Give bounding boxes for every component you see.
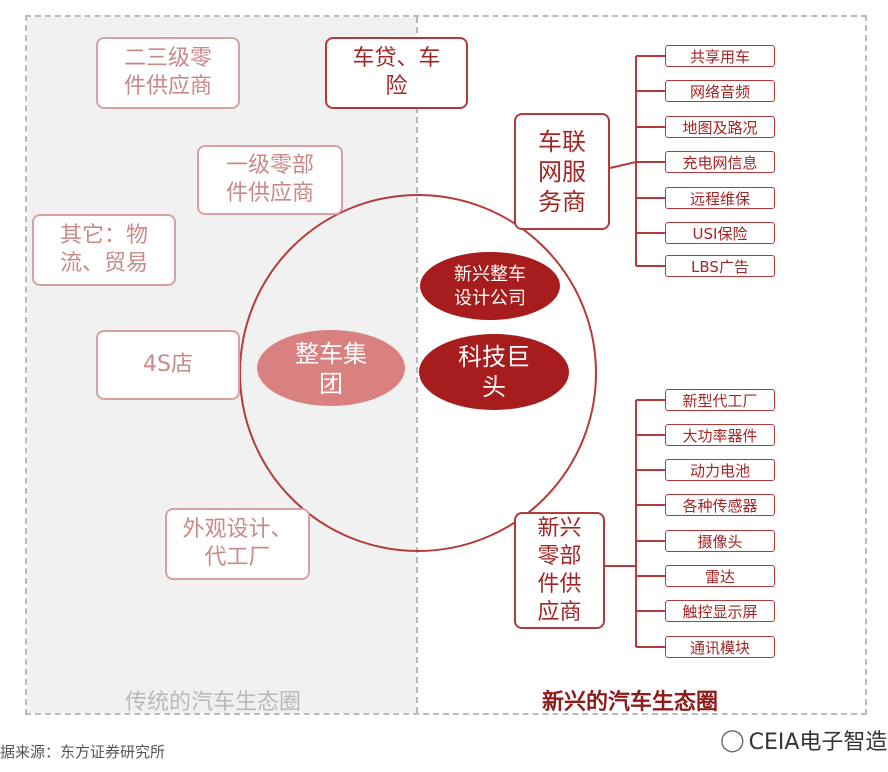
connected-bracket: [609, 55, 665, 267]
4s-store-box: 4S店: [96, 330, 240, 400]
parts-item-touch-display: 触控显示屏: [665, 600, 775, 622]
traditional-ecosystem-label: 传统的汽车生态圈: [125, 690, 302, 715]
connected-service-box: 车联 网服 务商: [514, 113, 610, 230]
design-factory-box: 外观设计、 代工厂: [165, 508, 310, 580]
parts-item-sensors: 各种传感器: [665, 494, 775, 516]
other-logistics-box: 其它：物 流、贸易: [32, 214, 176, 286]
parts-item-power-devices: 大功率器件: [665, 424, 775, 446]
parts-item-new-factory: 新型代工厂: [665, 389, 775, 411]
loan-insurance-box: 车贷、车 险: [325, 37, 468, 109]
diagram-frame: [25, 15, 867, 715]
connected-item-charging: 充电网信息: [665, 151, 775, 173]
oem-group-ellipse: [257, 330, 405, 406]
connected-item-remote-maintenance: 远程维保: [665, 187, 775, 209]
connected-item-audio: 网络音频: [665, 80, 775, 102]
emerging-ecosystem-label: 新兴的汽车生态圈: [542, 690, 719, 715]
watermark: ◯ CEIA电子智造: [720, 724, 887, 756]
parts-item-comm-module: 通讯模块: [665, 636, 775, 658]
new-oem-label: 新兴整车 设计公司: [454, 264, 526, 309]
tech-giant-ellipse: [419, 334, 569, 410]
new-oem-ellipse: [420, 252, 560, 320]
connected-item-shared-car: 共享用车: [665, 45, 775, 67]
source-note: 据来源：东方证券研究所: [0, 743, 166, 761]
watermark-text: CEIA电子智造: [748, 730, 888, 755]
ecosystem-circle: [239, 194, 597, 552]
tier23-supplier-box: 二三级零 件供应商: [96, 37, 240, 109]
tier1-supplier-box: 一级零部 件供应商: [197, 145, 343, 215]
parts-item-radar: 雷达: [665, 565, 775, 587]
parts-item-camera: 摄像头: [665, 530, 775, 552]
tech-giant-label: 科技巨 头: [458, 343, 530, 401]
connected-item-maps: 地图及路况: [665, 116, 775, 138]
wechat-icon: ◯: [720, 727, 745, 753]
parts-supplier-box: 新兴 零部 件供 应商: [514, 512, 605, 629]
connected-item-lbs-ads: LBS广告: [665, 255, 775, 277]
oem-group-label: 整车集 团: [295, 340, 367, 398]
zone-divider: [416, 17, 418, 713]
parts-bracket: [605, 399, 665, 648]
connected-item-insurance: USI保险: [665, 222, 775, 244]
parts-item-battery: 动力电池: [665, 459, 775, 481]
